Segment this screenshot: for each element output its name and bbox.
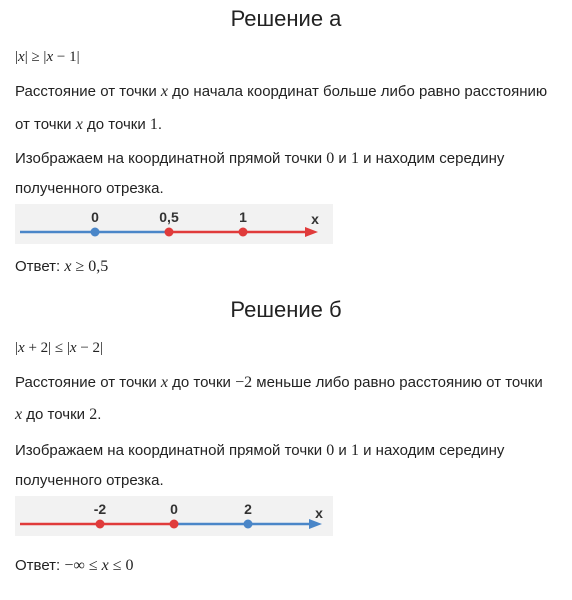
number-line-a-point-1: [238, 227, 248, 237]
number-line-a-arrow-icon: [305, 227, 318, 237]
number-line-b-label-0: 0: [170, 501, 178, 517]
paragraph-b-1: Расстояние от точки x до точки −2 меньше…: [15, 374, 543, 391]
answer-a: Ответ: x ≥ 0,5: [15, 258, 109, 275]
answer-b: Ответ: −∞ ≤ x ≤ 0: [15, 557, 134, 574]
paragraph-a-4: полученного отрезка.: [15, 180, 164, 197]
number-line-b-point-2: [243, 519, 253, 529]
paragraph-b-3: Изображаем на координатной прямой точки …: [15, 442, 505, 459]
number-line-a-label-1: 1: [239, 209, 247, 225]
number-line-a-point-0: [90, 227, 100, 237]
formula-b: |x + 2| ≤ |x − 2|: [15, 340, 104, 356]
number-line-b-point-0: [169, 519, 179, 529]
paragraph-b-2: x до точки 2.: [15, 406, 102, 423]
number-line-a: 0 0,5 1 x: [15, 204, 333, 244]
number-line-b-point-minus-2: [95, 519, 105, 529]
number-line-b-arrow-icon: [309, 519, 322, 529]
paragraph-a-3: Изображаем на координатной прямой точки …: [15, 150, 505, 167]
number-line-a-label-0-5: 0,5: [159, 209, 179, 225]
number-line-b-label-x: x: [315, 505, 323, 521]
number-line-a-label-x: x: [311, 211, 319, 227]
paragraph-a-2: от точки x до точки 1.: [15, 116, 163, 133]
number-line-a-point-0-5: [164, 227, 174, 237]
number-line-b-label-minus-2: -2: [94, 501, 107, 517]
number-line-b: -2 0 2 x: [15, 496, 333, 536]
formula-a: |x| ≥ |x − 1|: [15, 49, 80, 65]
paragraph-a-1: Расстояние от точки x до начала координа…: [15, 83, 548, 100]
number-line-a-background: [15, 204, 333, 244]
heading-b: Решение б: [230, 297, 342, 322]
number-line-b-label-2: 2: [244, 501, 252, 517]
number-line-b-background: [15, 496, 333, 536]
heading-a: Решение а: [230, 6, 342, 31]
paragraph-b-4: полученного отрезка.: [15, 472, 164, 489]
number-line-a-label-0: 0: [91, 209, 99, 225]
